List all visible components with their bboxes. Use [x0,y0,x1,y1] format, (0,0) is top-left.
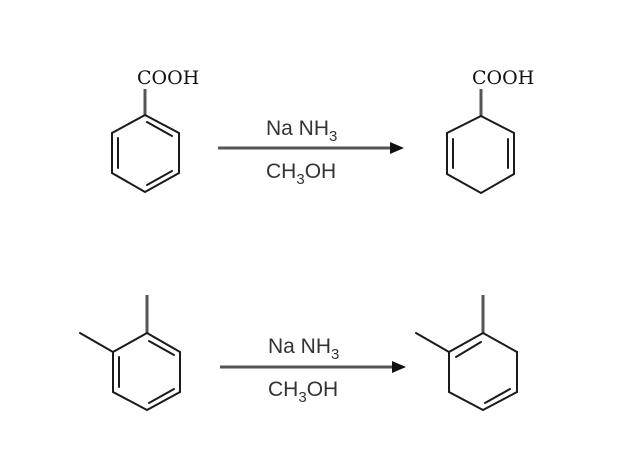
cooh-label: COOH [137,67,199,89]
product-dimethylcyclohexadiene [415,295,518,412]
reactant-o-xylene [79,295,181,412]
reaction-arrow-2: Na NH3 CH3OH [220,335,406,406]
reaction-arrow-1: Na NH3 CH3OH [218,117,404,188]
product-dihydrobenzoic-acid: COOH [446,67,534,195]
reagent-na-nh3: Na NH3 [266,117,337,145]
reagent-methanol: CH3OH [268,378,338,406]
reactant-benzoic-acid: COOH [111,67,199,194]
reagent-methanol: CH3OH [266,160,336,188]
reagent-na-nh3: Na NH3 [268,335,339,363]
cooh-label: COOH [472,67,534,89]
